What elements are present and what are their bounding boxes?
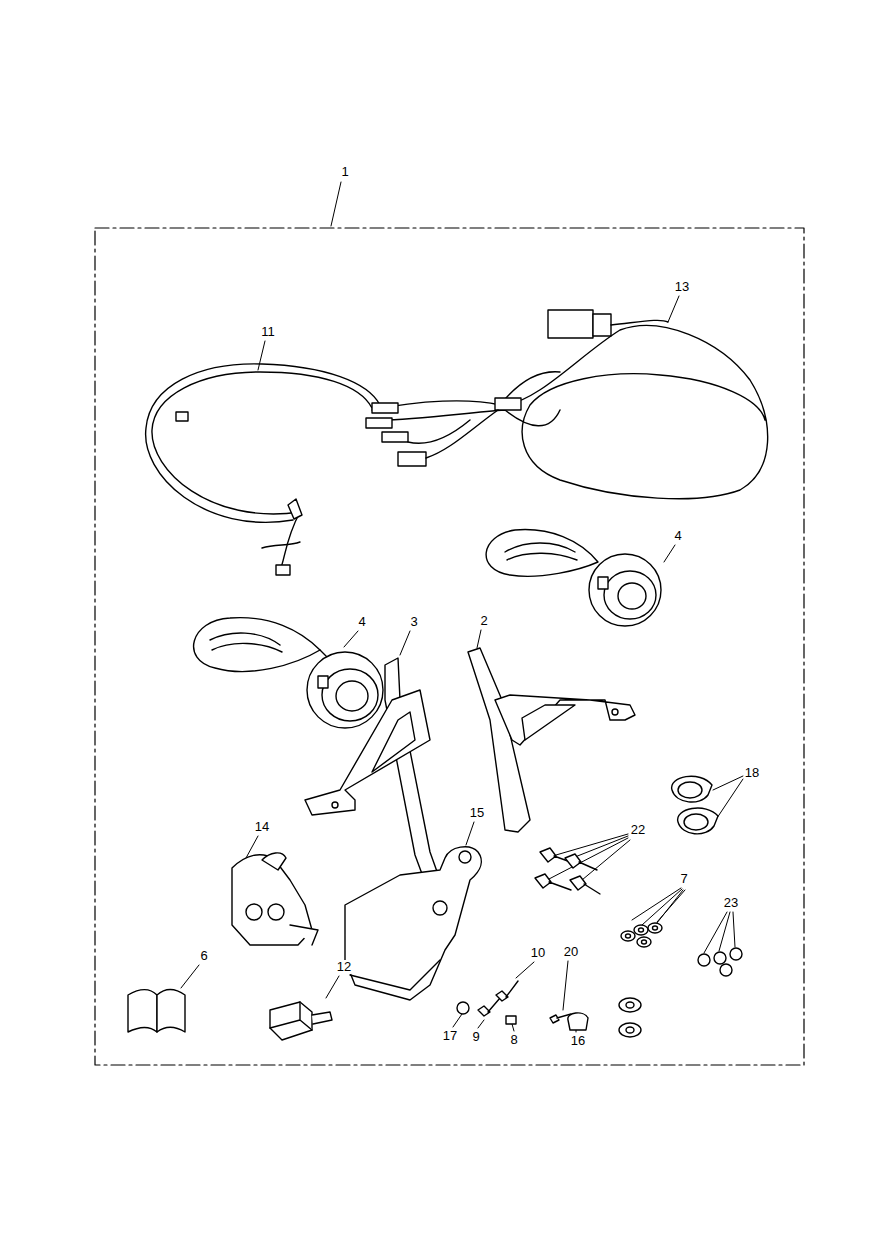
switch-housing-14 <box>232 853 318 945</box>
callout-number: 11 <box>260 325 276 339</box>
washers-7 <box>621 923 662 947</box>
bracket-3 <box>305 658 440 882</box>
callout-number: 12 <box>336 960 352 974</box>
callout-number: 18 <box>744 766 760 780</box>
callout-number: 14 <box>254 820 270 834</box>
callout-number: 20 <box>563 945 579 959</box>
kit-border <box>95 228 804 1065</box>
callout-number: 4 <box>357 615 366 629</box>
toggle-switch-12 <box>270 1002 332 1040</box>
callout-number: 17 <box>442 1029 458 1043</box>
callout-number: 22 <box>630 823 646 837</box>
callout-number: 23 <box>723 896 739 910</box>
bracket-2 <box>468 648 635 832</box>
callout-number: 10 <box>530 946 546 960</box>
book-icon-6 <box>128 990 185 1032</box>
callout-number: 9 <box>471 1030 480 1044</box>
callout-number: 3 <box>409 615 418 629</box>
harness-11 <box>146 364 380 575</box>
callout-number: 4 <box>673 529 682 543</box>
lamp-right <box>486 530 661 626</box>
callout-number: 6 <box>199 949 208 963</box>
callout-number: 1 <box>340 165 349 179</box>
callout-number: 8 <box>509 1033 518 1047</box>
leader-lines <box>181 182 743 1032</box>
callout-number: 15 <box>469 806 485 820</box>
callout-number: 16 <box>570 1034 586 1048</box>
small-hardware <box>457 981 641 1037</box>
lamp-left <box>194 618 383 728</box>
nuts-23 <box>698 948 742 976</box>
callout-number: 13 <box>674 280 690 294</box>
cover-15 <box>345 847 481 1000</box>
callout-number: 2 <box>479 614 488 628</box>
clips-18 <box>672 776 718 834</box>
bolts-22 <box>535 848 600 894</box>
harness-13 <box>366 310 768 499</box>
callout-number: 7 <box>679 872 688 886</box>
